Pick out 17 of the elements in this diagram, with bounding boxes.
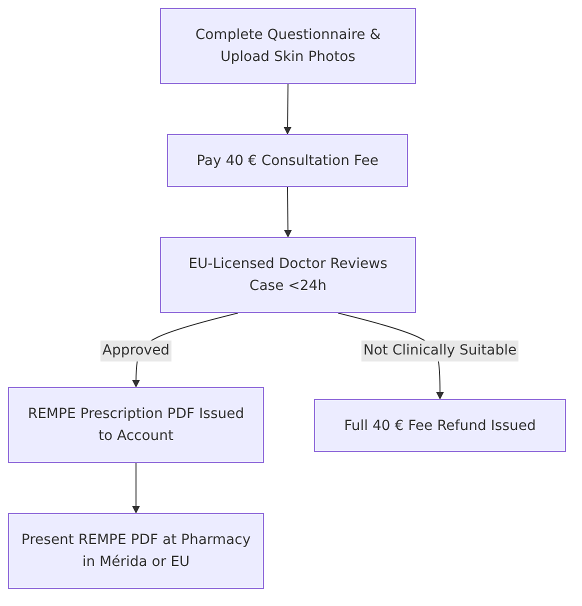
edge-label: Not Clinically Suitable — [361, 340, 519, 362]
arrow — [284, 186, 292, 238]
arrow — [284, 84, 292, 135]
process-box — [314, 399, 566, 452]
node-text: Full 40 € Fee Refund Issued — [343, 416, 537, 436]
process-box — [8, 387, 264, 463]
edge-label: Approved — [100, 340, 172, 362]
node-text: Pay 40 € Consultation Fee — [196, 152, 380, 170]
node-text: EU-Licensed Doctor Reviews Case <24h — [188, 255, 388, 296]
process-box — [8, 513, 264, 589]
arrow — [132, 462, 140, 514]
node-text: REMPE Prescription PDF Issued to Account — [26, 405, 246, 446]
node-text: Complete Questionnaire & Upload Skin Photos — [194, 26, 382, 67]
process-box — [167, 134, 408, 187]
node-text: Present REMPE PDF at Pharmacy in Mérida or EU — [20, 531, 252, 572]
process-box — [160, 8, 416, 84]
process-box — [160, 237, 416, 313]
